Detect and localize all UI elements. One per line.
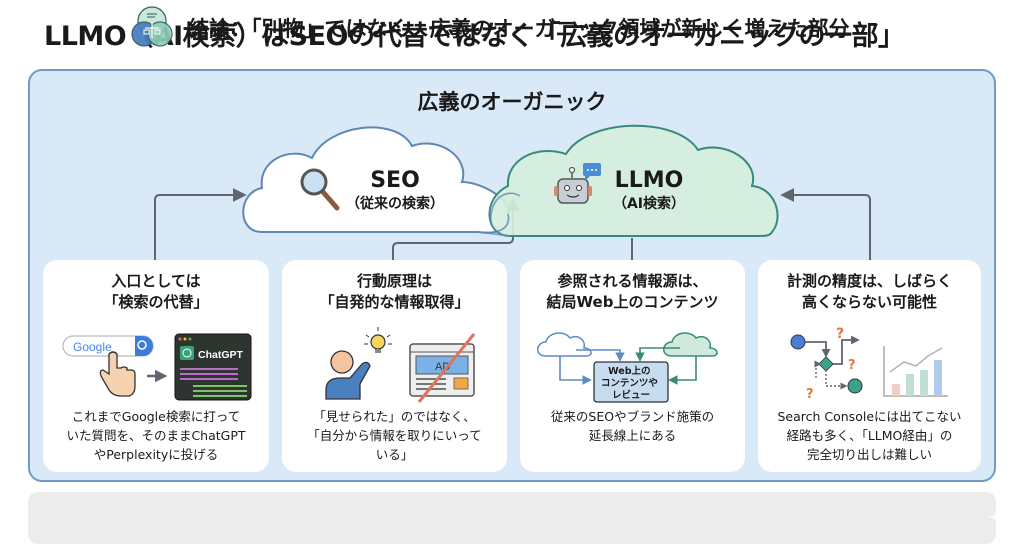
card-title: 計測の精度は、しばらく 高くならない可能性 <box>786 272 952 311</box>
card-web-content: 参照される情報源は、 結局Web上のコンテンツ Web上の コンテンツや レビュ… <box>520 260 745 472</box>
connector-card1-seo <box>154 188 247 262</box>
web-content-box-label: Web上の コンテンツや レビュー <box>601 365 661 401</box>
llmo-cloud <box>488 124 779 237</box>
measurement-illustration: ? ? ? <box>790 326 948 402</box>
seo-sub-label: （従来の検索） <box>346 196 444 212</box>
content-source-illustration: Web上の コンテンツや レビュー <box>537 332 718 403</box>
panel-title: 広義のオーガニック <box>417 90 607 114</box>
lightbulb-icon <box>364 327 392 353</box>
web-content-box <box>593 361 669 403</box>
page-title: LLMO（AI検索）はSEOの代替ではなく「広義のオーガニックの一部」 <box>44 21 905 52</box>
llmo-mini-cloud-icon <box>663 332 718 357</box>
sparkle-watermark-icon <box>987 505 1011 529</box>
connector-card4-llmo <box>780 188 871 262</box>
conclusion-text: 結論：「別物」ではなく、広義のオーガニック領域が新しく増えた部分 <box>188 17 850 41</box>
search-icon <box>137 340 147 350</box>
google-search-bar: Google <box>62 335 154 357</box>
magnifier-icon <box>300 168 340 211</box>
seo-label: SEO <box>370 168 420 193</box>
prohibited-slash <box>417 333 476 403</box>
chatgpt-window: ChatGPT <box>174 333 252 401</box>
question-mark: ? <box>836 326 844 342</box>
card-measurement: 計測の精度は、しばらく 高くならない可能性 ? ? ? Search Conso… <box>758 260 981 472</box>
card-title: 行動原理は 「自発的な情報取得」 <box>319 272 470 311</box>
llmo-label: LLMO <box>614 168 684 193</box>
robot-icon <box>554 163 601 204</box>
card-description: Search Consoleには出てこない 経路も多く、「LLMO経由」の 完全… <box>777 409 962 462</box>
pointing-hand-icon <box>99 351 136 397</box>
ad-window-icon: AD <box>409 343 475 397</box>
card-voluntary-info: 行動原理は 「自発的な情報取得」 AD 「見せられた」のではなく、 「自分から <box>282 260 507 472</box>
chatgpt-label: ChatGPT <box>198 349 244 361</box>
card-title: 入口としては 「検索の代替」 <box>103 272 209 311</box>
person-icon <box>325 350 371 400</box>
seo-mini-cloud-icon <box>537 332 592 357</box>
search-to-chatgpt-illustration: Google ChatGPT <box>62 333 252 401</box>
venn-scales-icon <box>131 6 173 47</box>
llmo-sub-label: （AI検索） <box>612 196 686 212</box>
google-logo-text: Google <box>73 340 112 354</box>
conclusion-banner <box>28 492 996 544</box>
card-description: これまでGoogle検索に打って いた質問を、そのままChatGPT やPerp… <box>66 409 246 462</box>
self-driven-illustration: AD <box>325 327 476 403</box>
unclear-path-icon: ? ? ? <box>790 326 863 402</box>
question-mark: ? <box>806 387 814 402</box>
card-title: 参照される情報源は、 結局Web上のコンテンツ <box>546 272 719 311</box>
card-description: 「見せられた」のではなく、 「自分から情報を取りにいって いる」 <box>307 409 482 462</box>
card-search-substitute: 入口としては 「検索の代替」 Google ChatGPT これまでGoogle… <box>43 260 269 472</box>
chatgpt-logo-icon <box>180 346 194 360</box>
blurred-chart-icon <box>883 346 948 397</box>
seo-cloud-label: SEO （従来の検索） <box>335 168 455 213</box>
connector-card2-overlap <box>392 197 520 262</box>
card-description: 従来のSEOやブランド施策の 延長線上にある <box>550 409 715 443</box>
llmo-cloud-label: LLMO （AI検索） <box>594 168 704 213</box>
question-mark: ? <box>848 358 856 373</box>
